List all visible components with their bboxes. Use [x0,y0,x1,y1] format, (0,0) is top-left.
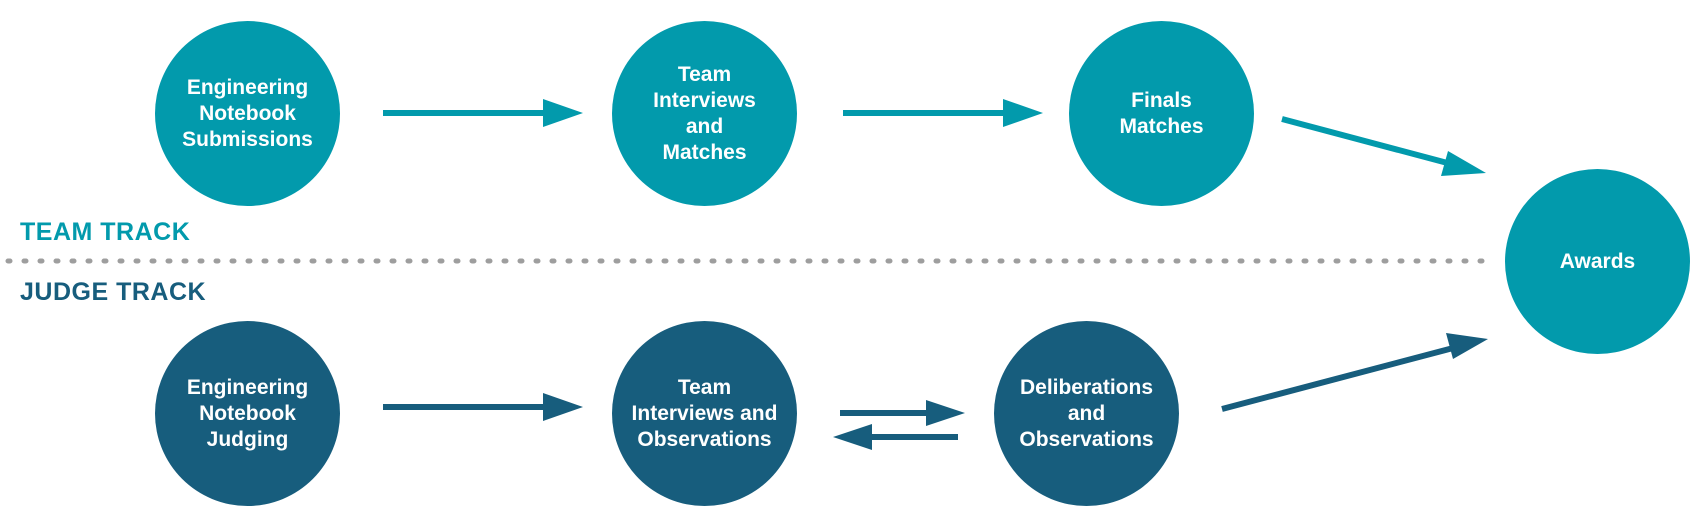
node-engineering-notebook-judging: Engineering Notebook Judging [155,321,340,506]
node-team-interviews-and-observations: Team Interviews and Observations [612,321,797,506]
node-label: Deliberations and Observations [1019,375,1154,451]
node-label: Team Interviews and Matches [653,62,756,164]
node-engineering-notebook-submissions: Engineering Notebook Submissions [155,21,340,206]
judge-track-label: JUDGE TRACK [20,278,207,306]
arrow-finals-to-awards [1281,116,1486,176]
node-finals-matches: Finals Matches [1069,21,1254,206]
arrow-deliberations-to-observations [833,424,958,450]
node-awards: Awards [1505,169,1690,354]
arrow-observations-to-deliberations [840,400,965,426]
arrow-judging-to-observations [383,393,583,421]
node-label: Engineering Notebook Submissions [182,75,313,151]
arrow-notebook-to-interviews [383,99,583,127]
team-track-label: TEAM TRACK [20,218,191,246]
arrow-deliberations-to-awards [1221,333,1488,412]
node-deliberations-and-observations: Deliberations and Observations [994,321,1179,506]
node-label: Engineering Notebook Judging [186,375,309,451]
node-label: Awards [1559,249,1636,273]
node-label: Finals Matches [1119,88,1204,138]
node-label: Team Interviews and Observations [631,375,778,451]
arrow-interviews-to-finals [843,99,1043,127]
node-team-interviews-and-matches: Team Interviews and Matches [612,21,797,206]
